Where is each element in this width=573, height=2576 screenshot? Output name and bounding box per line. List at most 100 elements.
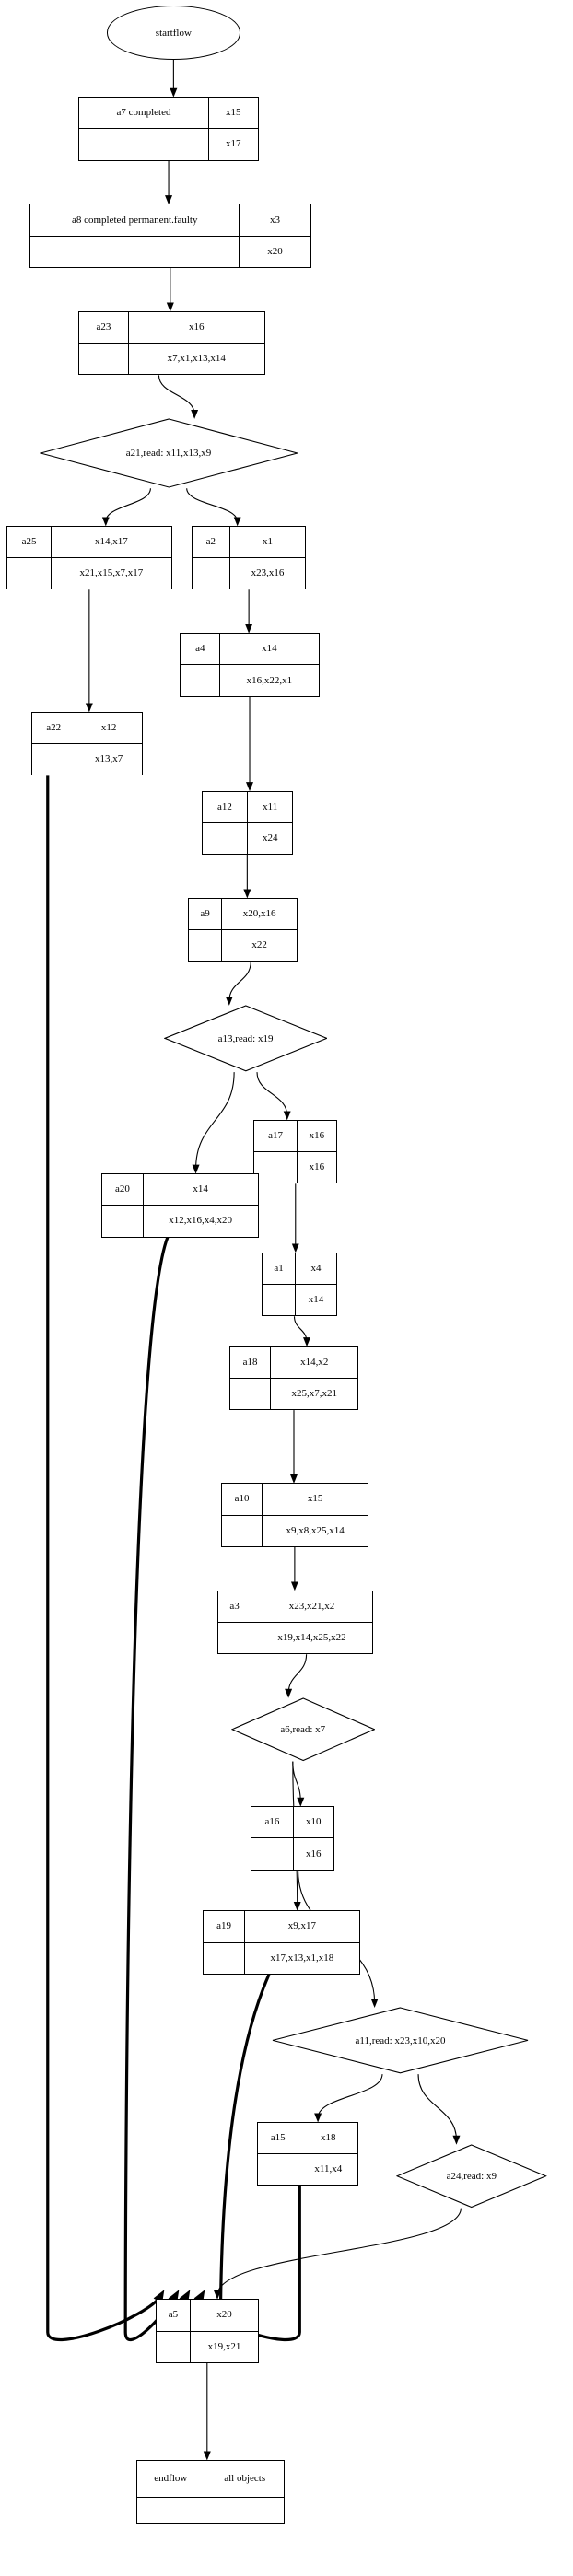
node-startflow[interactable]: startflow bbox=[106, 6, 241, 60]
node-a2-val-top: x1 bbox=[263, 535, 274, 547]
node-a20[interactable]: a20 x14 x12,x16,x4,x20 bbox=[101, 1173, 259, 1238]
node-a23-val-top: x16 bbox=[189, 321, 205, 333]
node-a25[interactable]: a25 x14,x17 x21,x15,x7,x17 bbox=[6, 525, 172, 590]
node-a25-val-bottom: x21,x15,x7,x17 bbox=[79, 567, 144, 579]
node-a23-val-bottom: x7,x1,x13,x14 bbox=[167, 353, 226, 365]
node-a5-name: a5 bbox=[157, 2300, 192, 2331]
node-endflow-val-top: all objects bbox=[224, 2472, 266, 2484]
node-a17-val-bottom: x16 bbox=[309, 1161, 325, 1173]
node-startflow-label: startflow bbox=[155, 27, 192, 39]
node-a19[interactable]: a19 x9,x17 x17,x13,x1,x18 bbox=[203, 1910, 360, 1975]
node-a2-empty bbox=[193, 557, 230, 589]
node-a23[interactable]: a23 x16 x7,x1,x13,x14 bbox=[78, 310, 265, 376]
node-a19-empty bbox=[204, 1942, 245, 1974]
node-a8[interactable]: a8 completed permanent.faulty x3 x20 bbox=[29, 204, 311, 268]
node-a15-val-top: x18 bbox=[321, 2132, 336, 2143]
node-a10-val-bottom: x9,x8,x25,x14 bbox=[286, 1524, 345, 1536]
node-a5-val-top: x20 bbox=[216, 2309, 232, 2321]
node-a18-name: a18 bbox=[230, 1346, 272, 1378]
edge-a6-a16 bbox=[292, 1761, 305, 1807]
node-a10[interactable]: a10 x15 x9,x8,x25,x14 bbox=[220, 1483, 368, 1547]
node-a9-val-top: x20,x16 bbox=[242, 908, 276, 920]
node-a2-name: a2 bbox=[193, 526, 230, 557]
node-a15[interactable]: a15 x18 x11,x4 bbox=[257, 2121, 359, 2186]
node-a18-val-bottom: x25,x7,x21 bbox=[291, 1387, 337, 1399]
edge-a20-a5 bbox=[123, 1236, 180, 2341]
node-a15-name: a15 bbox=[258, 2122, 299, 2154]
edge-a21-a2 bbox=[186, 488, 241, 527]
node-a21[interactable]: a21,read: x11,x13,x9 bbox=[39, 418, 298, 488]
node-a10-val-top: x15 bbox=[307, 1493, 323, 1505]
node-a16-val-bottom: x16 bbox=[306, 1847, 322, 1859]
node-a9-empty bbox=[189, 930, 222, 962]
node-a4-empty bbox=[181, 665, 221, 696]
node-a3-val-bottom: x19,x14,x25,x22 bbox=[277, 1632, 346, 1644]
node-a7[interactable]: a7 completed x15 x17 bbox=[78, 97, 259, 161]
node-a17[interactable]: a17 x16 x16 bbox=[253, 1119, 338, 1184]
node-a22-val-bottom: x13,x7 bbox=[95, 753, 123, 765]
edge-a24-a5 bbox=[214, 2208, 462, 2300]
node-a12-name: a12 bbox=[203, 791, 249, 822]
node-a20-val-top: x14 bbox=[193, 1183, 208, 1195]
node-a24-label: a24,read: x9 bbox=[446, 2170, 497, 2182]
node-endflow[interactable]: endflow all objects bbox=[135, 2459, 286, 2524]
node-a10-name: a10 bbox=[222, 1484, 263, 1515]
edge-a13-a20 bbox=[192, 1072, 235, 1174]
node-a8-name: a8 completed permanent.faulty bbox=[30, 204, 240, 236]
node-a12-empty bbox=[203, 822, 249, 855]
node-a12[interactable]: a12 x11 x24 bbox=[201, 790, 294, 856]
node-a13-label: a13,read: x19 bbox=[217, 1032, 274, 1044]
edge-a23-a21 bbox=[158, 375, 199, 419]
node-a3-val-top: x23,x21,x2 bbox=[288, 1600, 335, 1612]
node-a23-empty bbox=[79, 344, 129, 375]
node-a4-val-top: x14 bbox=[262, 643, 277, 655]
node-a18-val-top: x14,x2 bbox=[300, 1356, 329, 1368]
node-a3-empty bbox=[218, 1622, 251, 1654]
node-a8-empty bbox=[30, 236, 240, 268]
node-a25-empty bbox=[7, 557, 53, 589]
node-a12-val-bottom: x24 bbox=[262, 832, 278, 844]
node-a2[interactable]: a2 x1 x23,x16 bbox=[191, 525, 307, 590]
node-a9-name: a9 bbox=[189, 898, 222, 930]
node-a19-val-top: x9,x17 bbox=[287, 1920, 316, 1932]
node-a7-name: a7 completed bbox=[79, 98, 209, 129]
node-a9-val-bottom: x22 bbox=[251, 939, 267, 951]
node-a15-empty bbox=[258, 2154, 299, 2186]
node-a7-val-bottom: x17 bbox=[225, 138, 241, 150]
node-a16[interactable]: a16 x10 x16 bbox=[250, 1806, 334, 1871]
node-a4-val-bottom: x16,x22,x1 bbox=[246, 674, 293, 686]
node-a16-empty bbox=[251, 1838, 295, 1870]
node-a22-name: a22 bbox=[32, 712, 76, 744]
node-a20-val-bottom: x12,x16,x4,x20 bbox=[169, 1215, 233, 1227]
node-a24[interactable]: a24,read: x9 bbox=[396, 2144, 547, 2209]
node-a16-name: a16 bbox=[251, 1807, 295, 1838]
node-a20-empty bbox=[102, 1206, 144, 1237]
node-a4-name: a4 bbox=[181, 634, 221, 665]
node-a11-label: a11,read: x23,x10,x20 bbox=[355, 2034, 446, 2046]
node-a5-val-bottom: x19,x21 bbox=[207, 2340, 241, 2352]
node-a1-val-top: x4 bbox=[310, 1262, 322, 1274]
edge-a13-a17 bbox=[256, 1072, 291, 1121]
node-endflow-empty-left bbox=[137, 2497, 206, 2524]
node-a25-val-top: x14,x17 bbox=[94, 535, 128, 547]
node-a18[interactable]: a18 x14,x2 x25,x7,x21 bbox=[228, 1346, 359, 1411]
node-a19-val-bottom: x17,x13,x1,x18 bbox=[270, 1952, 334, 1964]
node-a22-val-top: x12 bbox=[100, 721, 117, 733]
node-a13[interactable]: a13,read: x19 bbox=[163, 1005, 328, 1072]
edge-a11-a24 bbox=[417, 2074, 461, 2145]
node-a17-val-top: x16 bbox=[309, 1129, 325, 1141]
node-a7-empty bbox=[79, 129, 209, 160]
node-a1-val-bottom: x14 bbox=[308, 1294, 324, 1306]
node-a9[interactable]: a9 x20,x16 x22 bbox=[188, 897, 298, 962]
node-a3-name: a3 bbox=[218, 1591, 251, 1622]
node-a11[interactable]: a11,read: x23,x10,x20 bbox=[272, 2007, 529, 2074]
node-a8-val-top: x3 bbox=[270, 214, 281, 226]
node-a12-val-top: x11 bbox=[263, 800, 278, 812]
node-a6[interactable]: a6,read: x7 bbox=[230, 1697, 375, 1762]
node-a3[interactable]: a3 x23,x21,x2 x19,x14,x25,x22 bbox=[217, 1590, 374, 1655]
node-a5[interactable]: a5 x20 x19,x21 bbox=[155, 2299, 259, 2363]
node-a4[interactable]: a4 x14 x16,x22,x1 bbox=[180, 633, 320, 697]
node-a22[interactable]: a22 x12 x13,x7 bbox=[30, 711, 143, 776]
edge-a22-a5 bbox=[46, 775, 165, 2342]
node-a1[interactable]: a1 x4 x14 bbox=[262, 1252, 338, 1317]
